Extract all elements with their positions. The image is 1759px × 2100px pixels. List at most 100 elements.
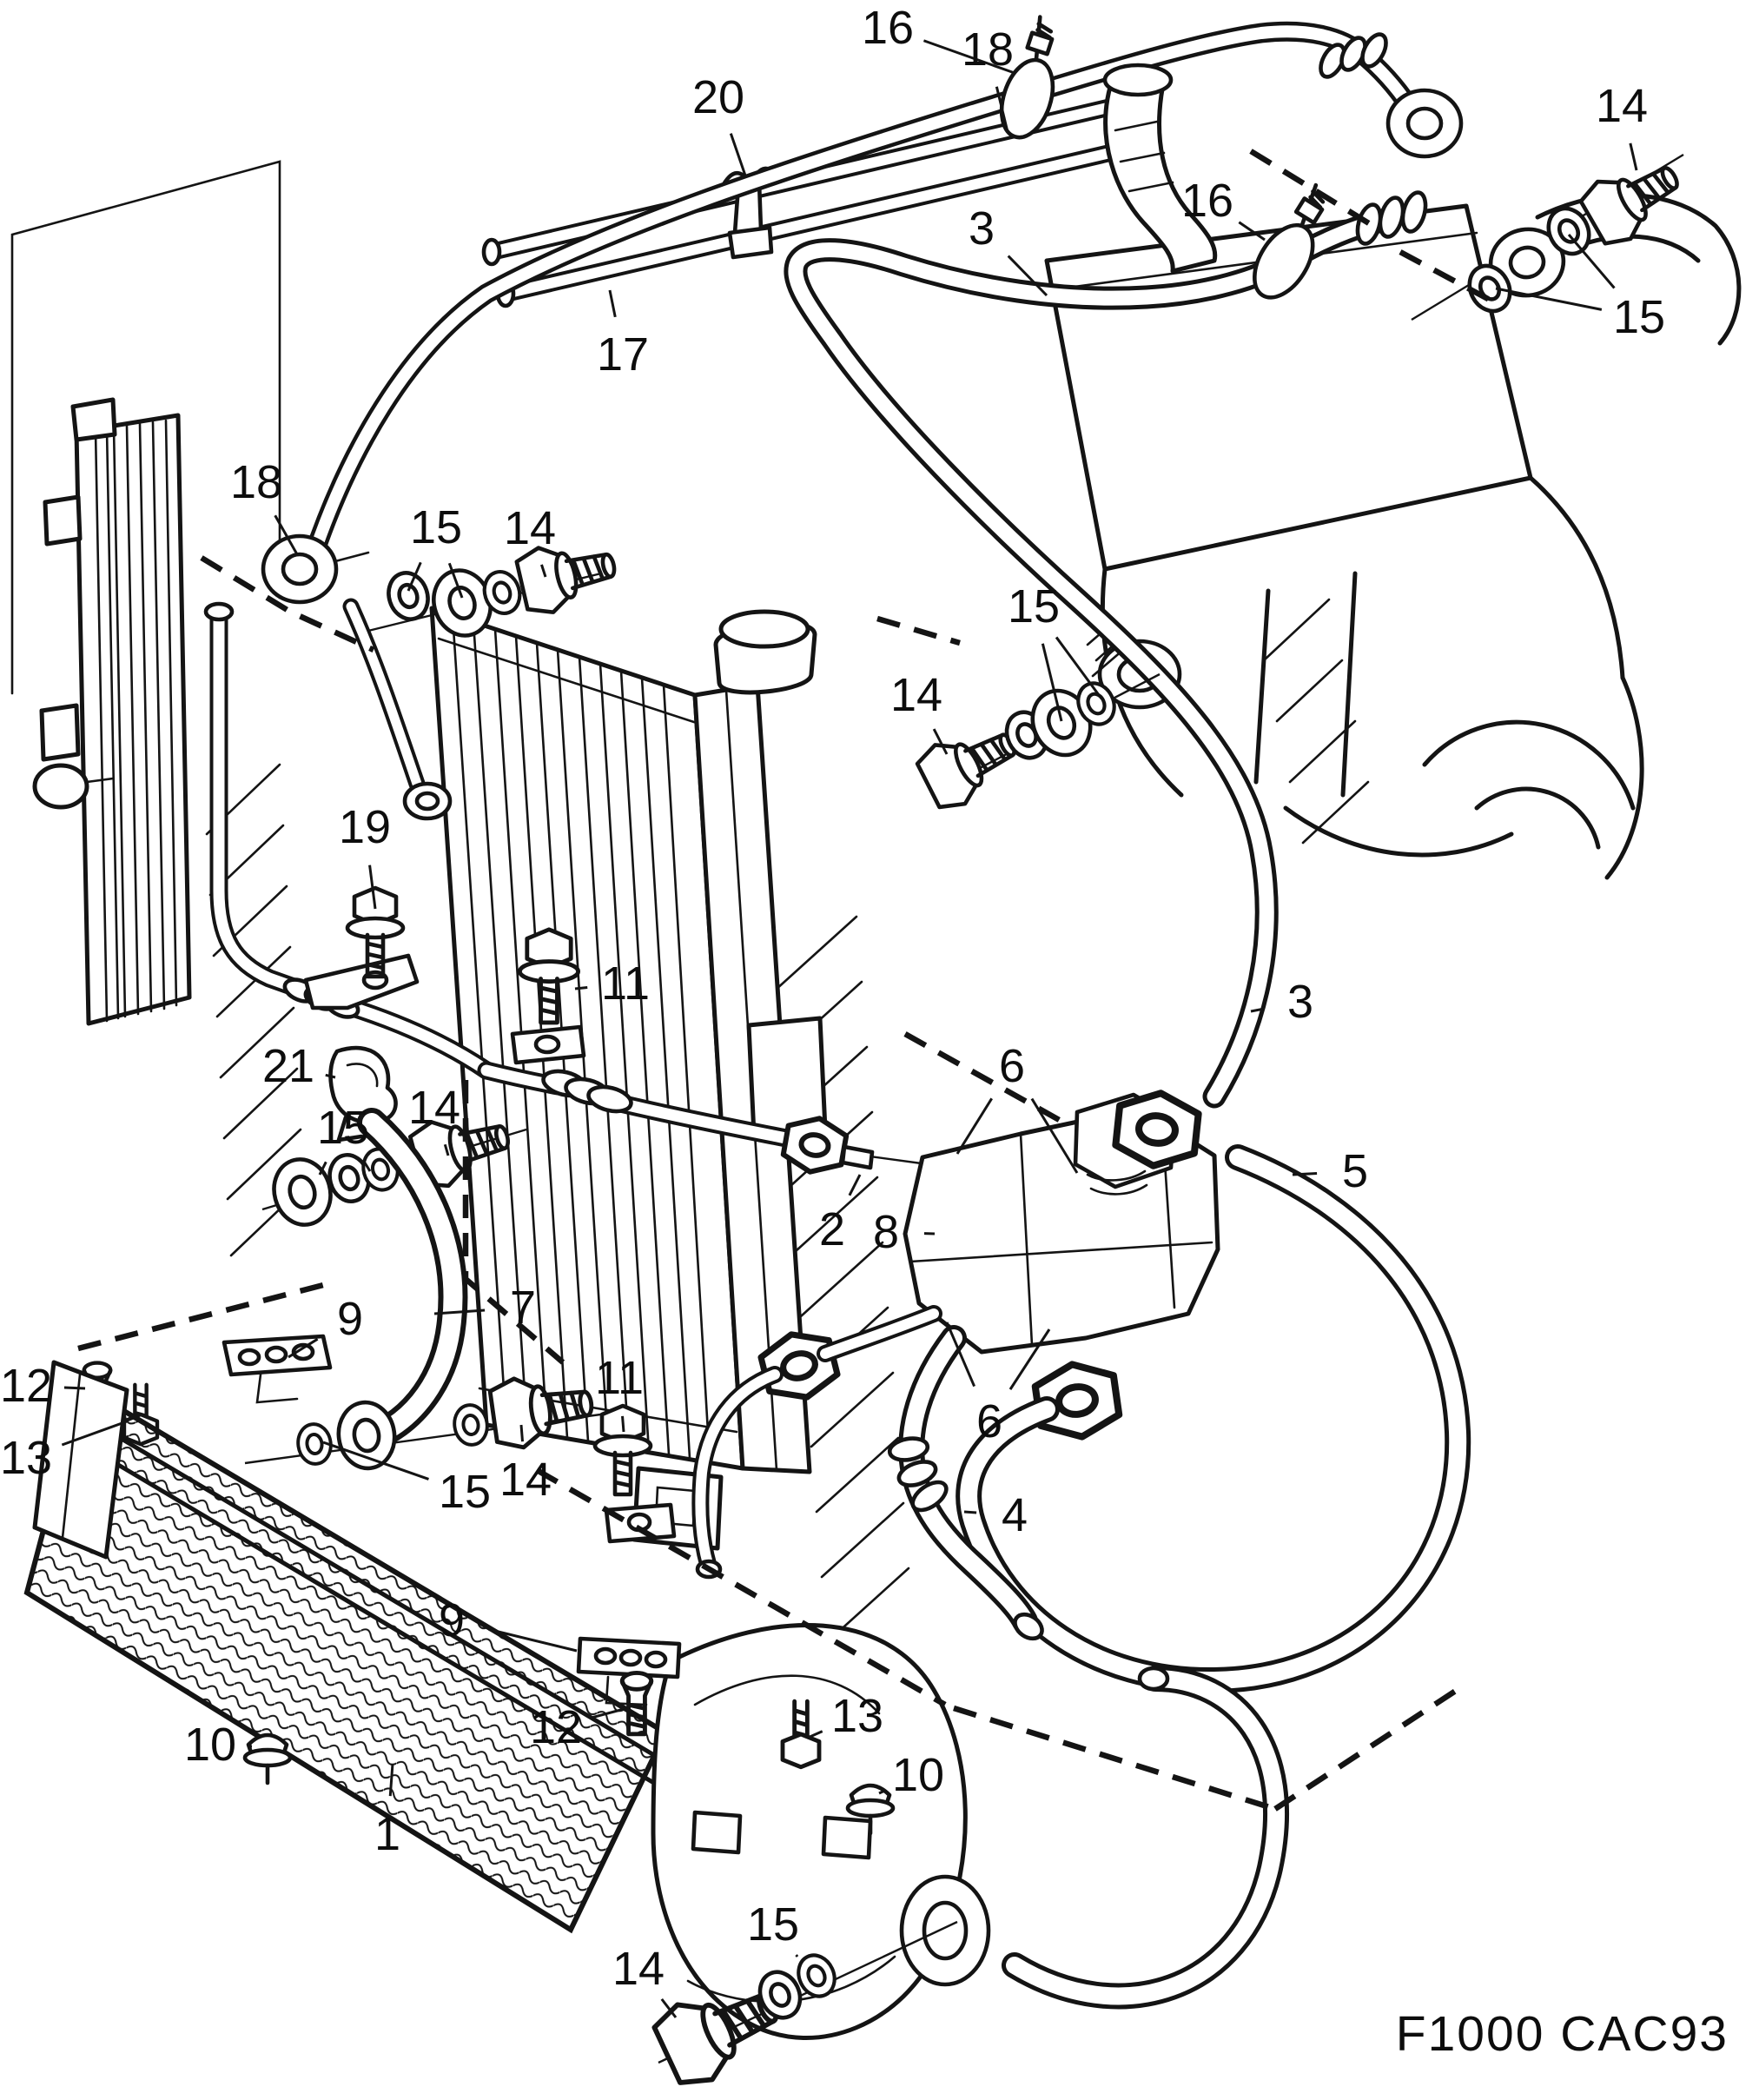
callout-leader-15 — [1041, 643, 1063, 722]
callout-label-11: 11 — [601, 957, 650, 1010]
callout-leader-14 — [1629, 142, 1638, 171]
callout-label-5: 5 — [1342, 1145, 1368, 1197]
dashed-reference-lines — [77, 149, 1503, 1812]
callout-leader-4 — [963, 1510, 977, 1514]
callout-leader-15 — [1567, 234, 1616, 289]
callout-label-15: 15 — [439, 1466, 491, 1518]
callout-label-12: 12 — [530, 1701, 582, 1753]
callout-leader-15 — [318, 1161, 327, 1176]
oil-cooler — [23, 1360, 1276, 2040]
callout-label-18: 18 — [230, 456, 282, 508]
callout-leader-13 — [61, 1420, 128, 1447]
callout-leader-6 — [1008, 1328, 1051, 1390]
callout-leader-1 — [388, 1763, 394, 1797]
callout-label-12: 12 — [0, 1360, 52, 1412]
callout-label-3: 3 — [1287, 976, 1313, 1028]
callout-label-1: 1 — [374, 1808, 400, 1860]
callout-label-20: 20 — [692, 71, 744, 123]
callout-leader-14 — [519, 1424, 525, 1442]
callout-label-14: 14 — [504, 502, 556, 554]
callout-label-18: 18 — [962, 23, 1014, 76]
callout-leader-15 — [361, 1159, 372, 1172]
banjo-set-top-right — [1411, 147, 1690, 321]
callout-leader-9 — [288, 1337, 319, 1359]
callout-leader-14 — [932, 728, 949, 755]
callout-leader-9 — [488, 1627, 578, 1653]
callout-leader-15 — [1495, 287, 1603, 311]
callout-label-9: 9 — [337, 1293, 363, 1345]
callout-leader-18 — [995, 86, 1009, 133]
callout-leader-14 — [660, 1997, 678, 2018]
callout-leader-20 — [729, 133, 747, 176]
callout-label-14: 14 — [1596, 80, 1648, 132]
callout-label-13: 13 — [0, 1432, 52, 1484]
callout-leader-6 — [1030, 1097, 1079, 1174]
callout-label-4: 4 — [1002, 1489, 1028, 1541]
callout-label-9: 9 — [439, 1594, 465, 1646]
callout-label-14: 14 — [499, 1454, 552, 1506]
banjo-set-left — [367, 533, 621, 643]
callout-leader-14 — [443, 1143, 450, 1156]
callout-leader-13 — [807, 1730, 823, 1739]
callout-label-16: 16 — [862, 2, 914, 54]
callout-label-15: 15 — [317, 1102, 369, 1154]
callout-leader-10 — [878, 1790, 884, 1795]
callout-leader-18 — [274, 514, 299, 555]
callout-leader-3 — [1007, 255, 1048, 297]
callout-leader-15 — [1055, 636, 1103, 699]
callout-leader-6 — [945, 1322, 976, 1388]
callout-label-3: 3 — [969, 202, 995, 255]
banjo-set-engine — [914, 672, 1161, 815]
hose-3 — [796, 190, 1428, 1096]
bracket-9-lower — [245, 1636, 893, 1833]
hose-18 — [263, 30, 1461, 821]
callout-label-15: 15 — [410, 501, 462, 553]
thermostat-valve-8 — [757, 1089, 1220, 1441]
callout-label-2: 2 — [819, 1203, 845, 1255]
callout-label-15: 15 — [747, 1898, 799, 1951]
pipe-2 — [486, 1067, 929, 1176]
banjo-set-bottom — [650, 1920, 958, 2092]
callout-leader-19 — [368, 865, 377, 910]
bolt-11-upper — [510, 930, 586, 1065]
callout-label-11: 11 — [595, 1352, 644, 1404]
callout-leader-15 — [447, 562, 464, 599]
radiator — [429, 606, 828, 1551]
callout-label-10: 10 — [892, 1749, 944, 1801]
callout-label-19: 19 — [339, 801, 391, 853]
callout-label-6: 6 — [976, 1395, 1002, 1447]
callout-leader-7 — [433, 1308, 486, 1315]
callout-label-14: 14 — [890, 669, 942, 721]
callout-leader-6 — [956, 1097, 993, 1155]
callout-leader-16 — [1238, 221, 1266, 242]
condenser-radiator — [32, 397, 192, 1026]
figure-code: F1000 CAC93 — [1396, 2006, 1729, 2062]
callout-leader-17 — [608, 289, 617, 318]
callout-label-8: 8 — [873, 1206, 899, 1258]
callout-leader-21 — [325, 1073, 336, 1079]
body-panel-outline — [10, 160, 281, 695]
callout-label-15: 15 — [1008, 580, 1060, 633]
callout-leader-2 — [848, 1174, 862, 1196]
callout-label-7: 7 — [510, 1282, 536, 1334]
callout-label-16: 16 — [1181, 175, 1233, 227]
callout-label-14: 14 — [612, 1943, 665, 1995]
callout-label-15: 15 — [1613, 291, 1665, 343]
callout-leader-11 — [574, 986, 588, 990]
callout-leader-11 — [621, 1415, 625, 1433]
callout-leader-12 — [592, 1706, 628, 1719]
pipe-17 — [481, 104, 1140, 308]
hose-4 — [887, 1338, 1044, 1641]
callout-leader-3 — [1250, 1007, 1264, 1013]
callout-label-13: 13 — [831, 1690, 883, 1742]
callout-label-21: 21 — [262, 1040, 314, 1092]
callout-leader-15 — [322, 1441, 429, 1481]
callout-leader-14 — [540, 564, 547, 578]
washer-set-mid — [261, 1104, 527, 1231]
callout-label-10: 10 — [184, 1719, 236, 1771]
callout-leader-16 — [922, 39, 1015, 75]
callout-label-17: 17 — [597, 328, 649, 381]
